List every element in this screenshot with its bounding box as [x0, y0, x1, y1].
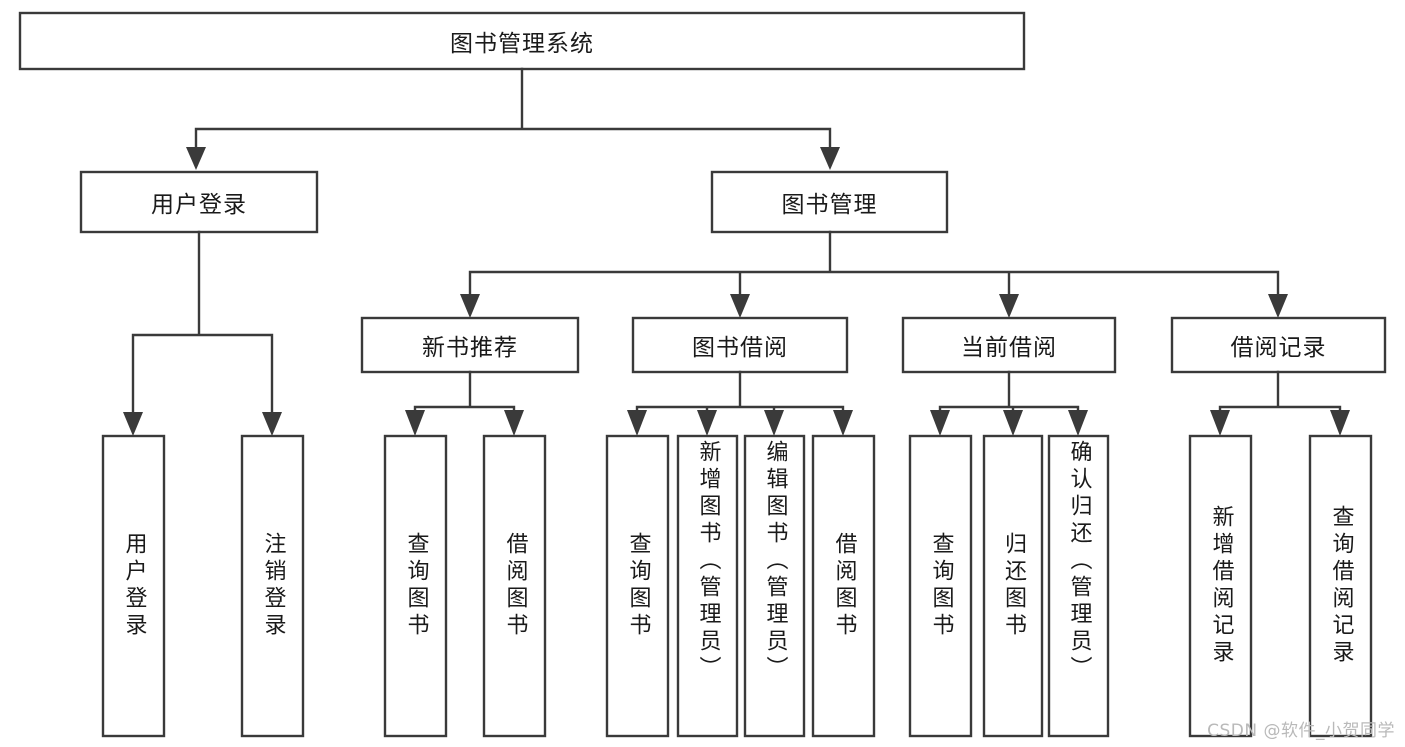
connector-new-book-recommend-to-leaves: [413, 370, 516, 416]
arrow-head-to-leaf-query-book-2: [627, 410, 647, 436]
arrow-head-to-leaf-edit-book: [764, 410, 784, 436]
arrow-head-to-leaf-query-borrow-record: [1330, 410, 1350, 436]
arrow-head-to-leaf-query-book-1: [405, 410, 425, 436]
node-root-box[interactable]: [18, 11, 1026, 71]
connector-book-manage-to-level3: [468, 230, 1280, 297]
node-leaf-query-book-1-box[interactable]: [383, 434, 448, 738]
node-leaf-borrow-book-1-box[interactable]: [482, 434, 547, 738]
node-book-manage-box[interactable]: [710, 170, 949, 234]
node-user-login-box[interactable]: [79, 170, 319, 234]
connector-current-borrow-to-leaves: [938, 370, 1080, 416]
arrow-head-to-user-login: [186, 147, 206, 170]
arrow-head-to-leaf-confirm-return: [1068, 410, 1088, 436]
node-leaf-confirm-return-box[interactable]: [1047, 434, 1110, 738]
connector-user-login-to-leaves: [131, 230, 274, 416]
connector-borrow-record-to-leaves: [1218, 370, 1342, 416]
arrow-head-to-new-book-recommend: [460, 294, 480, 318]
arrow-head-to-leaf-add-borrow-record: [1210, 410, 1230, 436]
arrow-head-to-leaf-user-logout: [262, 412, 282, 436]
node-leaf-user-logout-box[interactable]: [240, 434, 305, 738]
connector-book-borrow-to-leaves: [635, 370, 845, 416]
node-leaf-borrow-book-2-box[interactable]: [811, 434, 876, 738]
node-current-borrow-box[interactable]: [901, 316, 1117, 374]
arrow-head-to-book-borrow: [730, 294, 750, 318]
node-leaf-add-book-box[interactable]: [676, 434, 739, 738]
arrow-head-to-leaf-user-login: [123, 412, 143, 436]
node-leaf-add-borrow-record-box[interactable]: [1188, 434, 1253, 738]
connector-root-to-level2: [194, 67, 832, 150]
arrow-head-to-leaf-borrow-book-2: [833, 410, 853, 436]
arrow-head-to-leaf-return-book: [1003, 410, 1023, 436]
node-leaf-query-book-2-box[interactable]: [605, 434, 670, 738]
node-leaf-query-book-3-box[interactable]: [908, 434, 973, 738]
arrow-head-to-leaf-add-book: [697, 410, 717, 436]
node-leaf-return-book-box[interactable]: [982, 434, 1044, 738]
arrow-head-to-book-manage: [820, 147, 840, 170]
node-borrow-record-box[interactable]: [1170, 316, 1387, 374]
node-leaf-user-login-box[interactable]: [101, 434, 166, 738]
node-book-borrow-box[interactable]: [631, 316, 849, 374]
arrow-head-to-current-borrow: [999, 294, 1019, 318]
arrow-head-to-borrow-record: [1268, 294, 1288, 318]
node-leaf-edit-book-box[interactable]: [743, 434, 806, 738]
arrow-head-to-leaf-borrow-book-1: [504, 410, 524, 436]
arrow-head-to-leaf-query-book-3: [930, 410, 950, 436]
node-new-book-recommend-box[interactable]: [360, 316, 580, 374]
node-leaf-query-borrow-record-box[interactable]: [1308, 434, 1373, 738]
